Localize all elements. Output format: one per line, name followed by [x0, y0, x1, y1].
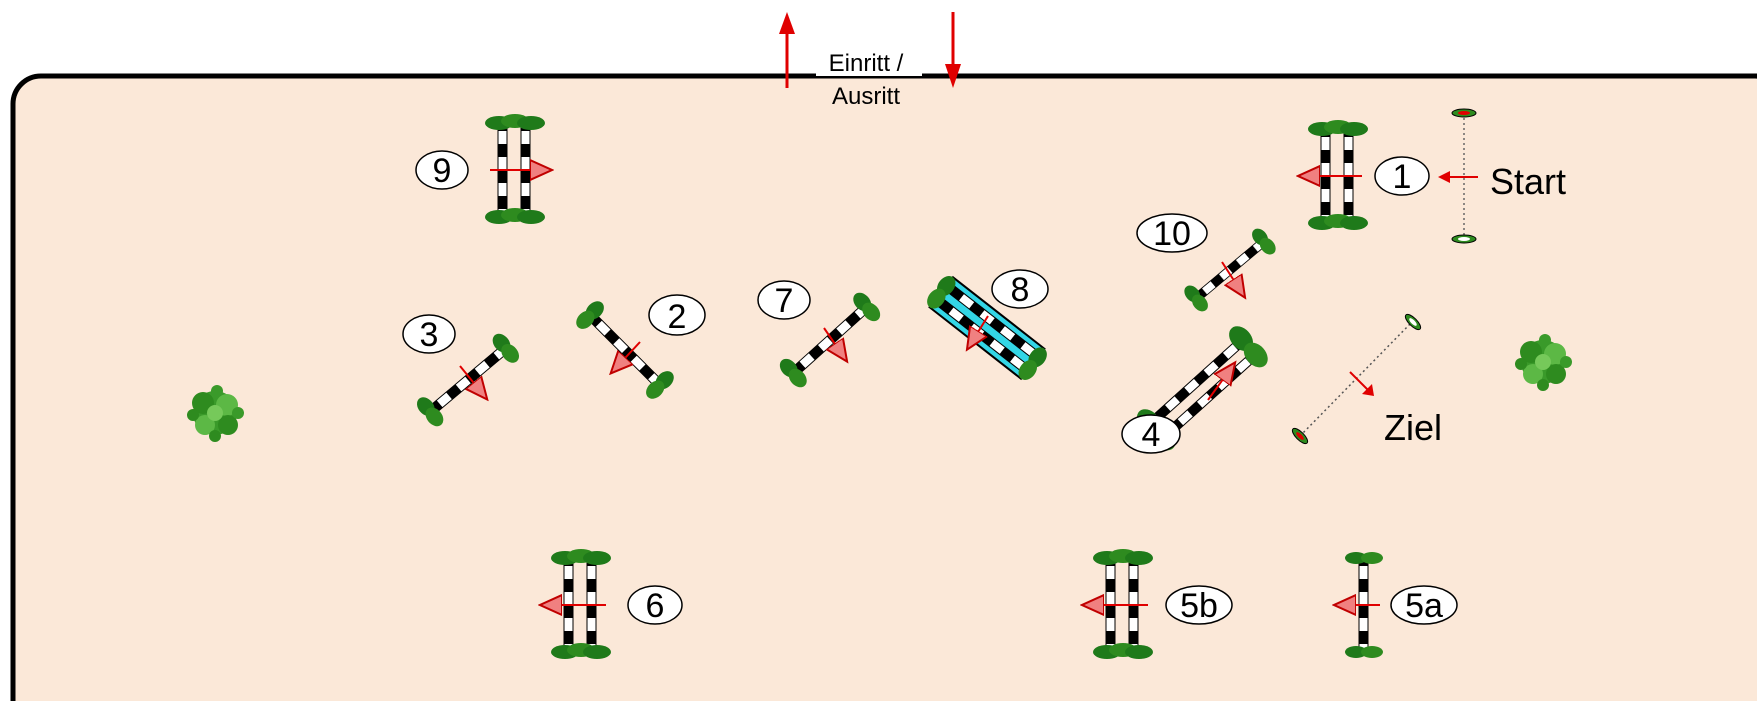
start-line: Start [1438, 108, 1566, 244]
finish-label: Ziel [1384, 407, 1442, 448]
finish-line: Ziel [1291, 313, 1442, 448]
entrance-label-line1: Einritt / [829, 50, 904, 77]
obstacle-7-number: 7 [775, 282, 794, 320]
obstacle-8: 8 [927, 269, 1049, 381]
obstacle-5a: 5a [1336, 551, 1458, 659]
obstacle-5b-number: 5b [1180, 587, 1218, 625]
entrance-exit: Einritt / Ausritt [779, 12, 961, 110]
obstacle-4: 4 [1121, 326, 1268, 454]
obstacle-7: 7 [757, 280, 885, 392]
obstacle-3-number: 3 [420, 316, 439, 354]
obstacle-9-number: 9 [433, 152, 452, 190]
start-label: Start [1490, 161, 1566, 202]
obstacle-5a-number: 5a [1405, 587, 1443, 625]
obstacle-10-number: 10 [1153, 215, 1191, 253]
obstacle-2: 2 [572, 294, 706, 403]
obstacle-3: 3 [402, 314, 524, 431]
obstacle-1-number: 1 [1393, 158, 1412, 196]
obstacle-10: 10 [1136, 213, 1280, 315]
obstacle-6: 6 [542, 549, 683, 659]
obstacle-4-number: 4 [1142, 416, 1161, 454]
obstacle-1: 1 [1300, 120, 1430, 230]
obstacle-9: 9 [415, 114, 550, 224]
obstacle-8-number: 8 [1011, 271, 1030, 309]
entrance-label-line2: Ausritt [832, 83, 900, 110]
obstacle-5b: 5b [1084, 549, 1233, 659]
obstacle-2-number: 2 [668, 298, 687, 336]
obstacle-6-number: 6 [646, 587, 665, 625]
